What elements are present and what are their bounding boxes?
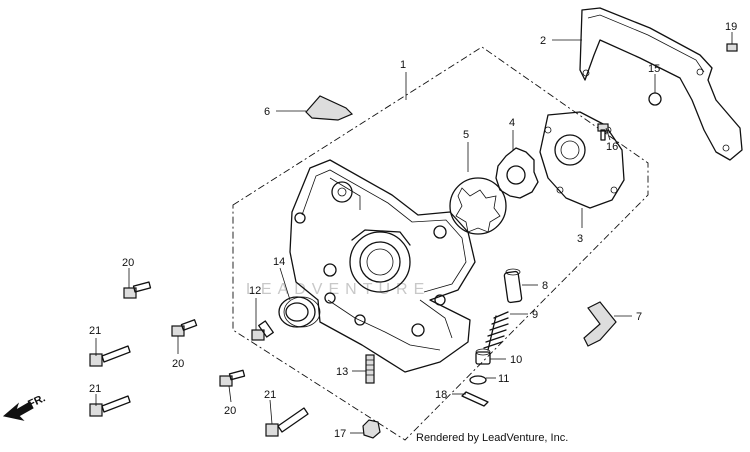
bolt-20-c <box>219 369 246 387</box>
callout-10: 10 <box>510 354 522 366</box>
callout-19: 19 <box>725 21 737 33</box>
stud-13 <box>365 354 375 384</box>
callout-8: 8 <box>542 280 548 292</box>
callout-21-b: 21 <box>89 383 101 395</box>
callout-3: 3 <box>577 233 583 245</box>
callout-15: 15 <box>648 63 660 75</box>
callout-17: 17 <box>334 428 346 440</box>
pump-cover-plate <box>539 111 625 209</box>
part-7 <box>583 301 617 347</box>
nut-17 <box>362 419 381 439</box>
dowel-19 <box>726 43 738 52</box>
pump-cover-gasket <box>579 7 743 161</box>
outer-rotor <box>449 177 507 235</box>
callout-12: 12 <box>249 285 261 297</box>
callout-13: 13 <box>336 366 348 378</box>
bolt-21-b <box>89 395 131 417</box>
bolt-12 <box>251 320 274 341</box>
relief-valve <box>503 268 523 304</box>
callout-5: 5 <box>463 129 469 141</box>
callout-11: 11 <box>498 373 509 385</box>
callout-4: 4 <box>509 117 515 129</box>
spring-seat <box>475 348 491 365</box>
bolt-20-a <box>123 281 152 299</box>
callout-9: 9 <box>532 309 538 321</box>
o-ring <box>648 92 662 106</box>
screw-16 <box>597 123 609 141</box>
front-direction-label: FR. <box>26 392 47 410</box>
callout-20-a: 20 <box>122 257 134 269</box>
front-direction-arrow: FR. <box>2 392 47 421</box>
callout-2: 2 <box>540 35 546 47</box>
callout-14: 14 <box>273 256 285 268</box>
bolt-21-c <box>265 407 309 437</box>
callout-1: 1 <box>400 59 406 71</box>
inner-rotor <box>495 147 539 199</box>
oil-seal <box>278 296 321 328</box>
callout-21-a: 21 <box>89 325 101 337</box>
leader-lines <box>95 32 733 434</box>
pin-18 <box>461 391 489 407</box>
oil-pump-body <box>289 159 476 373</box>
relief-spring <box>483 311 509 351</box>
watermark: LEADVENTURE <box>246 281 430 298</box>
callout-7: 7 <box>636 311 642 323</box>
footer-credit: Rendered by LeadVenture, Inc. <box>416 432 569 444</box>
bolt-21-a <box>89 345 131 367</box>
callout-18: 18 <box>435 389 447 401</box>
callout-6: 6 <box>264 106 270 118</box>
assembly-boundary <box>232 46 649 441</box>
callout-20-c: 20 <box>224 405 236 417</box>
callout-20-b: 20 <box>172 358 184 370</box>
bolt-20-b <box>171 319 198 337</box>
washer-11 <box>469 375 487 385</box>
part-6 <box>305 95 354 121</box>
callout-21-c: 21 <box>264 389 276 401</box>
callout-16: 16 <box>606 141 618 153</box>
